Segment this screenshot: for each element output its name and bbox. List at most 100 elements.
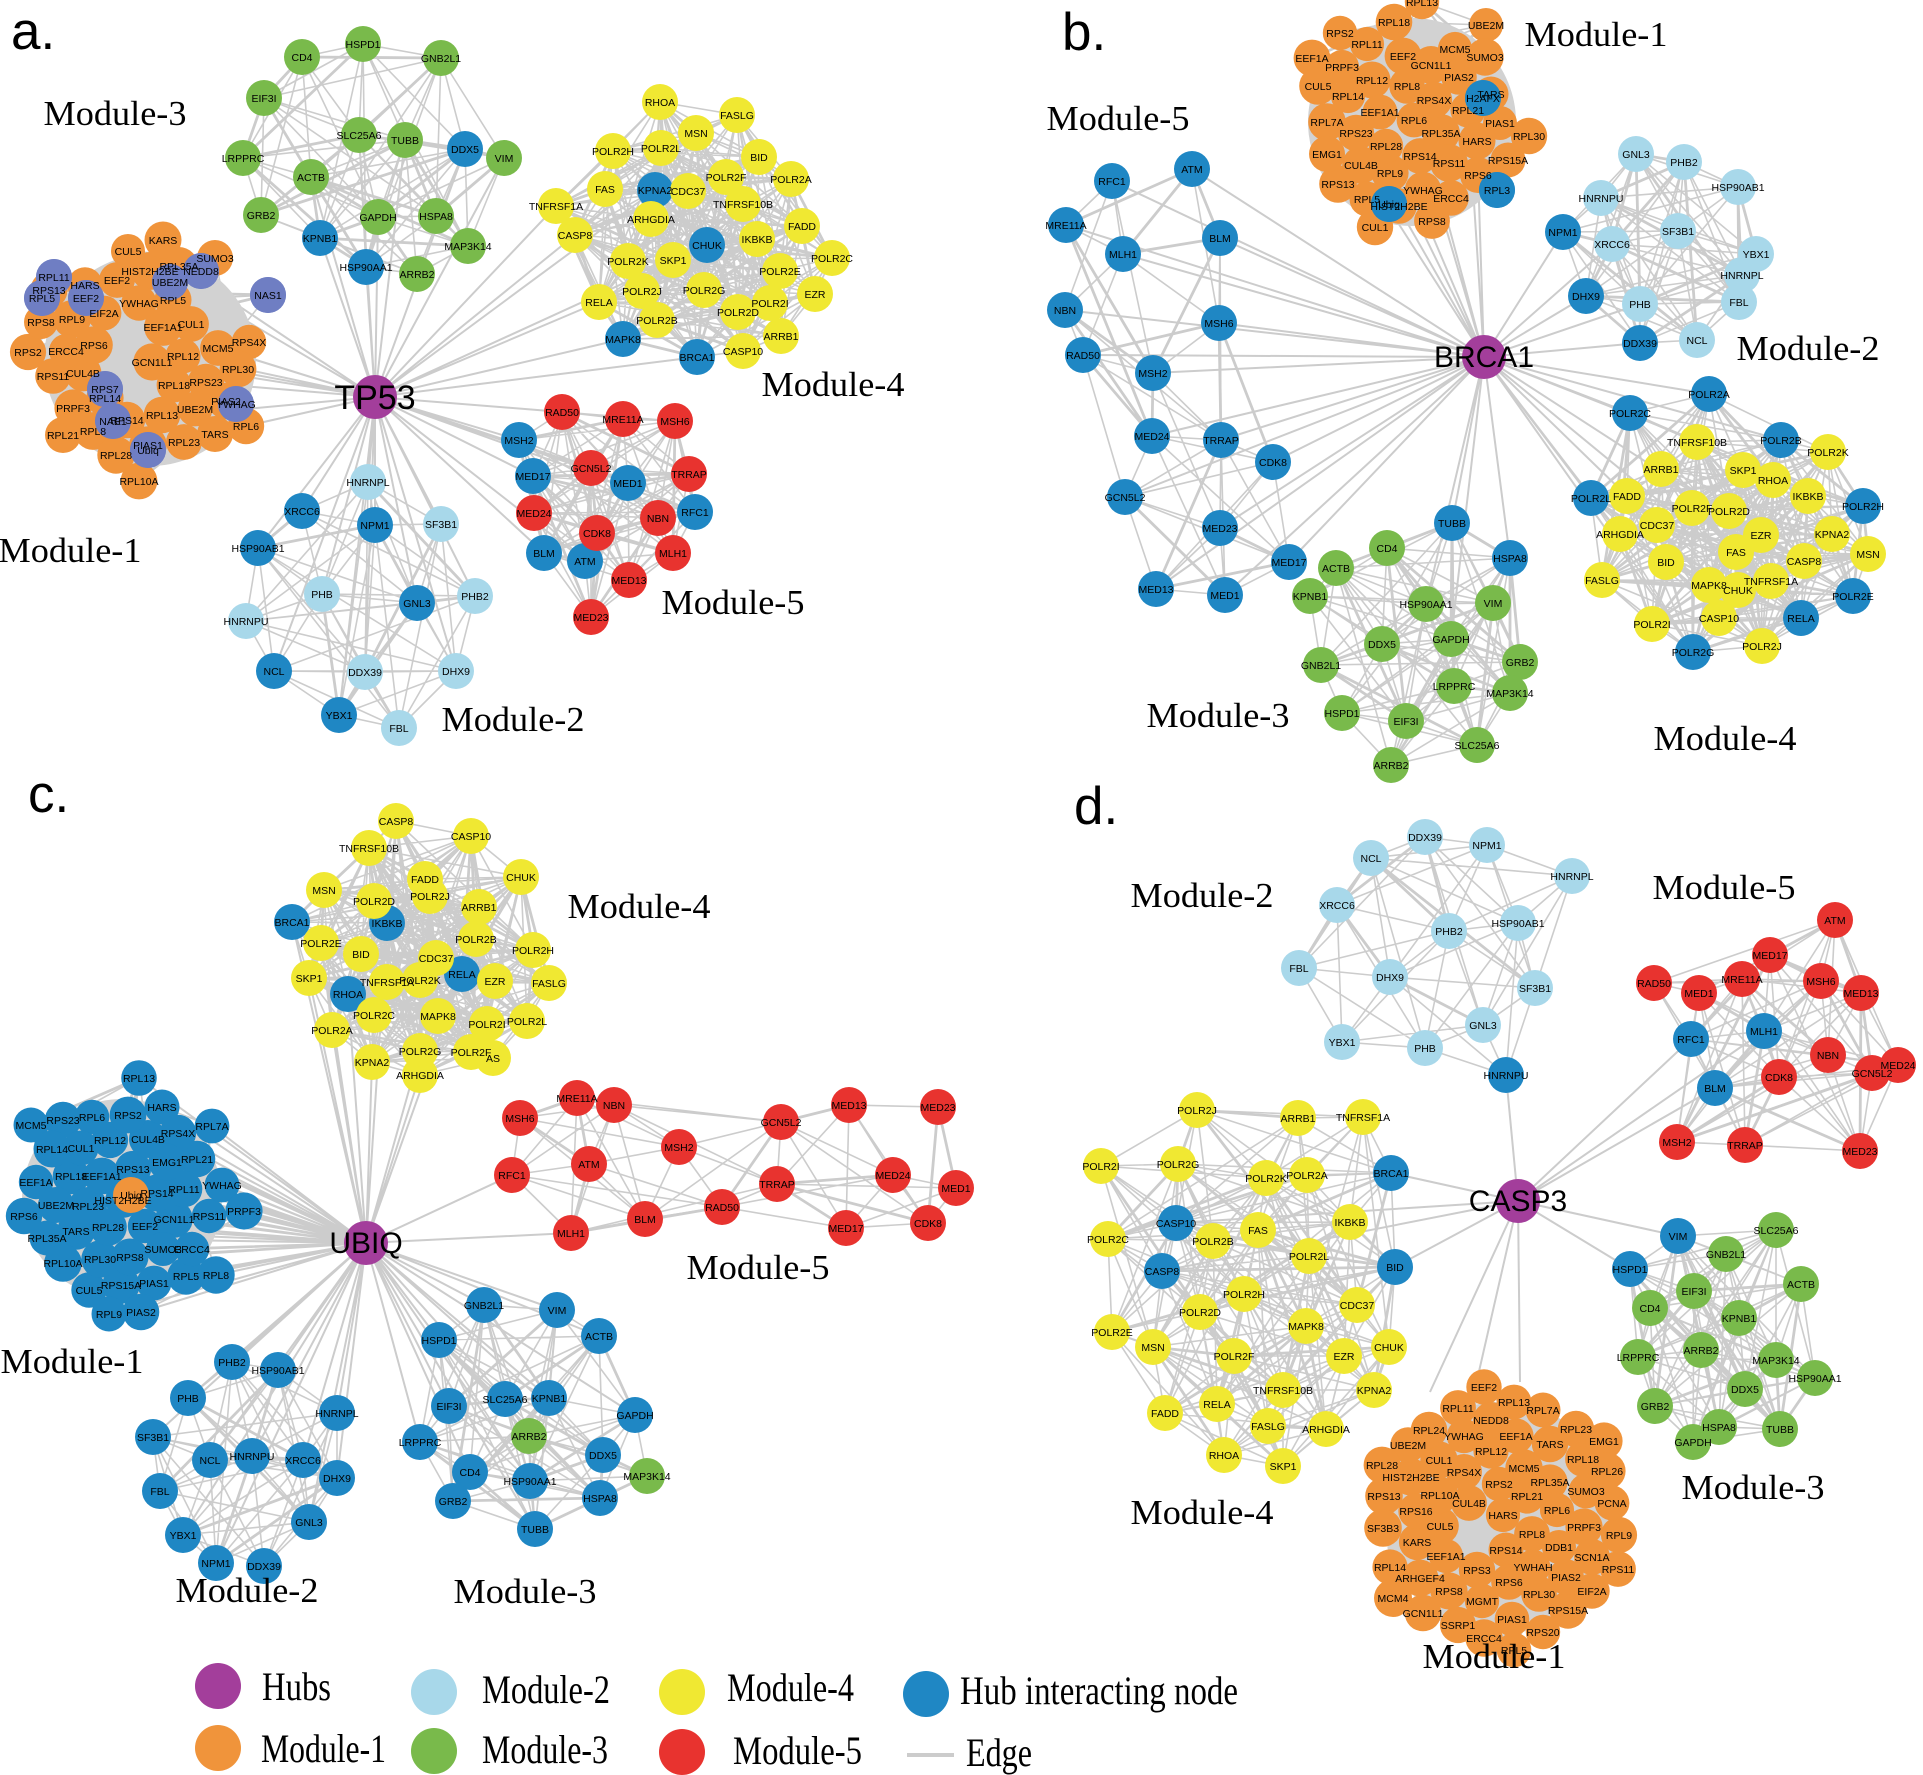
svg-text:Module-2: Module-2	[1131, 876, 1274, 915]
svg-text:RPL9: RPL9	[1377, 168, 1403, 180]
svg-text:PHB2: PHB2	[1435, 926, 1463, 938]
svg-text:ARRB2: ARRB2	[1683, 1345, 1718, 1357]
svg-text:POLR2F: POLR2F	[706, 172, 747, 184]
svg-text:RELA: RELA	[585, 297, 612, 309]
svg-text:Module-2: Module-2	[442, 700, 585, 739]
svg-text:EEF1A1: EEF1A1	[1360, 107, 1399, 119]
svg-text:UBE2M: UBE2M	[1390, 1440, 1426, 1452]
svg-text:Module-4: Module-4	[727, 1665, 854, 1710]
svg-text:MSH2: MSH2	[504, 435, 533, 447]
svg-text:NCL: NCL	[1360, 853, 1381, 865]
svg-text:HSPA8: HSPA8	[1702, 1422, 1736, 1434]
svg-text:POLR2F: POLR2F	[1214, 1351, 1255, 1363]
svg-text:MLH1: MLH1	[557, 1228, 585, 1240]
svg-text:Ubiq: Ubiq	[137, 445, 159, 457]
svg-text:RPL5: RPL5	[160, 295, 186, 307]
svg-text:SUMO3: SUMO3	[144, 1244, 182, 1256]
svg-text:HNRNPU: HNRNPU	[1484, 1070, 1529, 1082]
svg-text:MED24: MED24	[1880, 1060, 1915, 1072]
svg-text:RFC1: RFC1	[498, 1170, 526, 1182]
svg-text:RPL8: RPL8	[1519, 1529, 1545, 1541]
svg-text:RPS8: RPS8	[27, 317, 55, 329]
svg-text:MED17: MED17	[515, 471, 550, 483]
svg-text:ARRB2: ARRB2	[511, 1431, 546, 1443]
svg-text:CUL4B: CUL4B	[131, 1134, 165, 1146]
svg-text:EEF1A: EEF1A	[1295, 53, 1328, 65]
svg-text:Hubs: Hubs	[262, 1664, 331, 1709]
svg-text:POLR2I: POLR2I	[1082, 1161, 1119, 1173]
svg-text:CASP8: CASP8	[558, 230, 593, 242]
svg-text:FAS: FAS	[595, 184, 615, 196]
svg-text:CASP8: CASP8	[379, 816, 414, 828]
svg-text:GCN1L1: GCN1L1	[132, 357, 173, 369]
svg-text:RPL10A: RPL10A	[43, 1258, 82, 1270]
svg-text:RPS13: RPS13	[32, 285, 65, 297]
svg-text:TARS: TARS	[1536, 1439, 1563, 1451]
svg-text:RPL14: RPL14	[1332, 91, 1364, 103]
svg-text:RHOA: RHOA	[333, 989, 363, 1001]
svg-text:BID: BID	[1657, 557, 1675, 569]
svg-text:FADD: FADD	[1613, 491, 1641, 503]
svg-text:POLR2G: POLR2G	[1157, 1159, 1200, 1171]
svg-text:RPL11: RPL11	[1351, 39, 1382, 51]
svg-text:POLR2J: POLR2J	[1742, 641, 1782, 653]
svg-text:POLR2D: POLR2D	[717, 307, 759, 319]
svg-text:POLR2F: POLR2F	[451, 1047, 492, 1059]
svg-text:TUBB: TUBB	[1766, 1424, 1794, 1436]
svg-text:EZR: EZR	[485, 976, 506, 988]
svg-text:RPL18: RPL18	[1378, 17, 1410, 29]
svg-text:NPM1: NPM1	[201, 1558, 230, 1570]
svg-text:GNL3: GNL3	[1469, 1020, 1497, 1032]
svg-text:YWHAG: YWHAG	[1403, 185, 1443, 197]
svg-text:BRCA1: BRCA1	[1434, 341, 1534, 374]
svg-text:RPL21: RPL21	[181, 1154, 213, 1166]
svg-text:GCN5L2: GCN5L2	[1105, 492, 1146, 504]
svg-text:RPS15A: RPS15A	[1488, 155, 1528, 167]
svg-text:FADD: FADD	[411, 874, 439, 886]
svg-text:RPL24: RPL24	[1413, 1425, 1445, 1437]
svg-text:RPS6: RPS6	[1464, 170, 1492, 182]
svg-text:RPL35A: RPL35A	[1421, 128, 1460, 140]
svg-text:Module-3: Module-3	[1682, 1468, 1825, 1507]
svg-text:CUL4B: CUL4B	[1344, 160, 1378, 172]
svg-text:HARS: HARS	[1462, 136, 1491, 148]
svg-text:RPS6: RPS6	[10, 1211, 38, 1223]
svg-text:MCM4: MCM4	[1378, 1593, 1409, 1605]
svg-text:RPS2: RPS2	[1326, 28, 1354, 40]
svg-text:NBN: NBN	[603, 1100, 625, 1112]
svg-text:NCL: NCL	[1686, 335, 1707, 347]
svg-text:SLC25A6: SLC25A6	[1455, 740, 1500, 752]
svg-text:BRCA1: BRCA1	[274, 917, 309, 929]
svg-text:DHX9: DHX9	[1572, 291, 1600, 303]
svg-text:DDX5: DDX5	[451, 144, 479, 156]
svg-text:RELA: RELA	[1787, 613, 1814, 625]
svg-text:RPL14: RPL14	[36, 1144, 68, 1156]
svg-text:RPS23: RPS23	[1339, 128, 1372, 140]
svg-text:EEF2: EEF2	[1390, 51, 1416, 63]
svg-text:MCM5: MCM5	[1509, 1463, 1540, 1475]
svg-text:PIAS2: PIAS2	[1551, 1572, 1581, 1584]
svg-text:PCNA: PCNA	[1597, 1498, 1626, 1510]
svg-text:POLR2G: POLR2G	[683, 285, 726, 297]
svg-text:RPL35A: RPL35A	[27, 1233, 66, 1245]
svg-text:YWHAH: YWHAH	[1513, 1562, 1552, 1574]
svg-text:CDK8: CDK8	[583, 528, 611, 540]
svg-text:RPS4X: RPS4X	[232, 337, 266, 349]
svg-text:RPL18: RPL18	[55, 1171, 87, 1183]
svg-text:RELA: RELA	[1203, 1399, 1230, 1411]
svg-text:CHUK: CHUK	[692, 240, 722, 252]
svg-text:RPL11: RPL11	[168, 1184, 199, 1196]
svg-text:UBE2M: UBE2M	[177, 404, 213, 416]
svg-text:POLR2E: POLR2E	[759, 266, 800, 278]
svg-text:TP53: TP53	[334, 379, 415, 417]
svg-text:KARS: KARS	[149, 235, 178, 247]
svg-text:SF3B1: SF3B1	[1662, 226, 1694, 238]
svg-text:POLR2J: POLR2J	[410, 891, 450, 903]
svg-text:DDB1: DDB1	[1545, 1542, 1573, 1554]
svg-text:KPNA2: KPNA2	[1357, 1385, 1392, 1397]
svg-text:CD4: CD4	[459, 1467, 480, 1479]
svg-text:MAP3K14: MAP3K14	[623, 1471, 670, 1483]
svg-text:RELA: RELA	[448, 969, 475, 981]
svg-text:DDX5: DDX5	[1731, 1384, 1759, 1396]
svg-text:LRPPRC: LRPPRC	[1617, 1352, 1660, 1364]
